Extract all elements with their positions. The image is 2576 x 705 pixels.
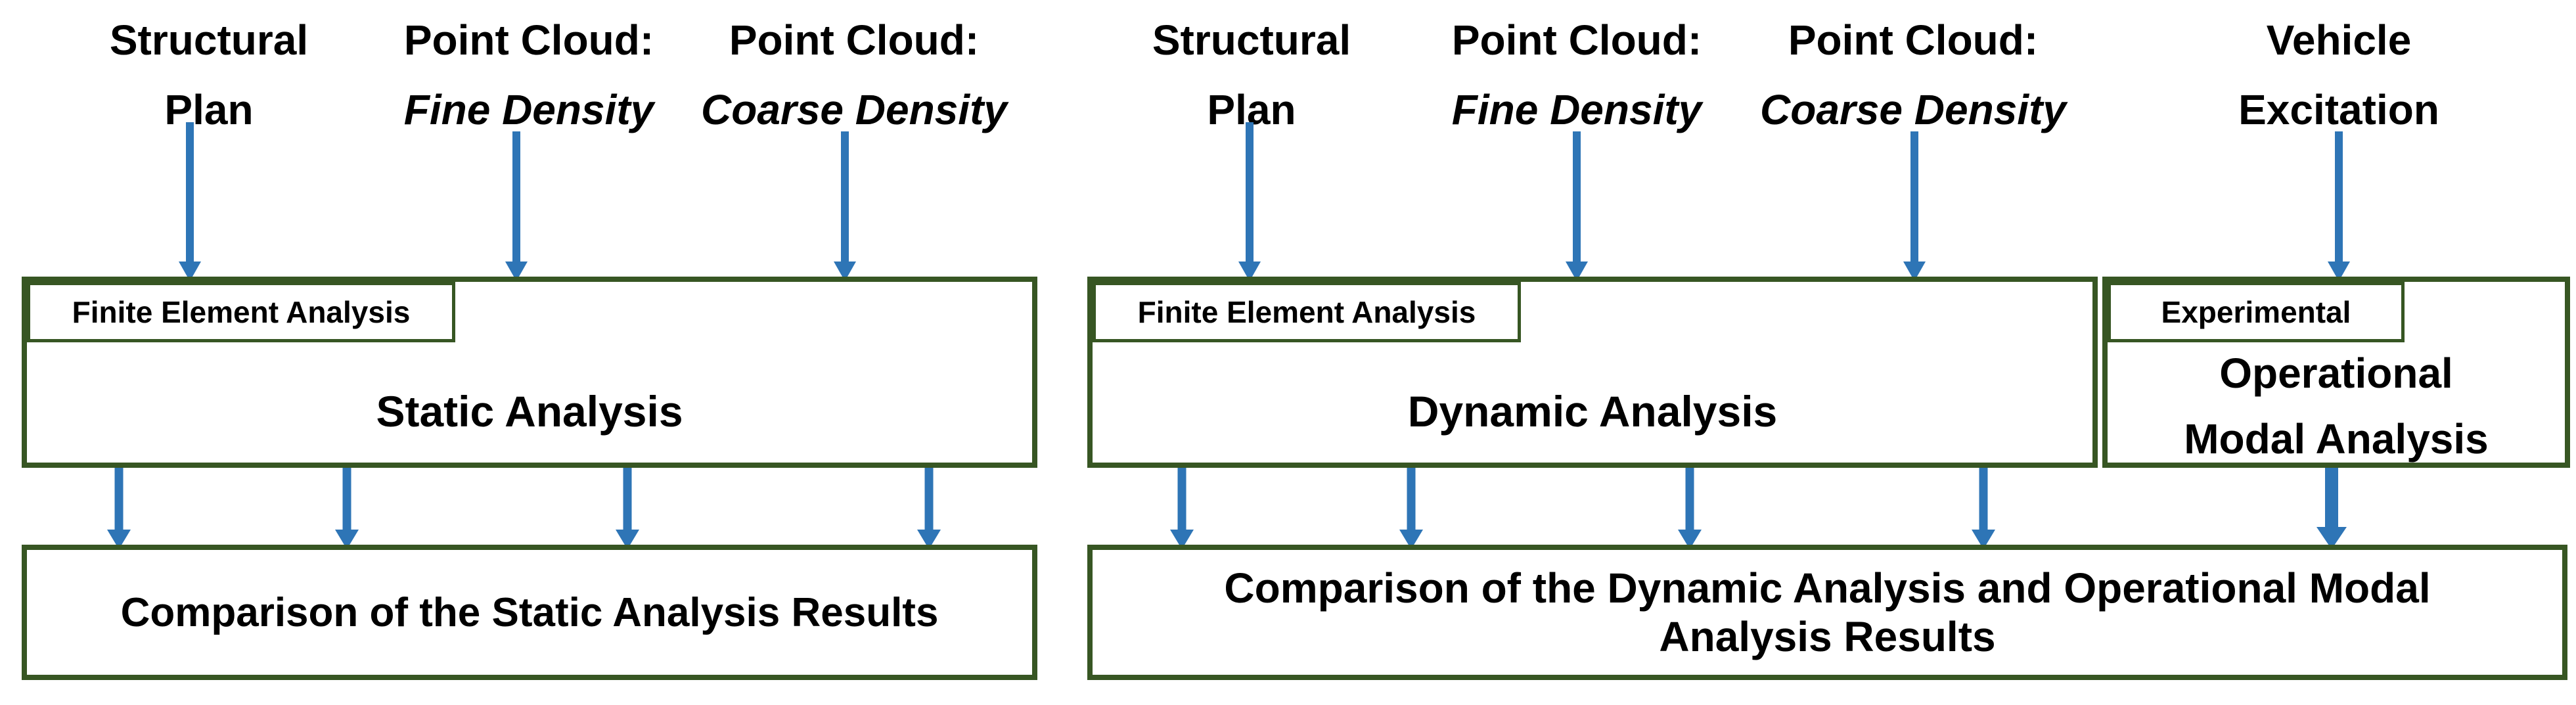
dynamic-comparison-label-line-2: Analysis Results (1659, 613, 1996, 660)
static-result-arrow-4 (917, 468, 941, 549)
dynamic-result-arrow-3 (1678, 468, 1702, 549)
arrow-shaft (1573, 131, 1581, 264)
label-line-1: Point Cloud: (403, 16, 654, 64)
operational-modal-analysis-box: Experimental Operational Modal Analysis (2102, 277, 2570, 468)
label-line-1: Structural (109, 16, 309, 64)
label-line-1: Structural (1152, 16, 1351, 64)
arrow-shaft (512, 131, 520, 264)
arrow-shaft (2325, 468, 2338, 530)
arrow-shaft (1246, 122, 1254, 264)
arrow-shaft (1407, 468, 1416, 532)
static-analysis-label: Static Analysis (376, 386, 683, 436)
label-line-2: Coarse Density (701, 86, 1007, 133)
dynamic-result-arrow-4 (1972, 468, 1995, 549)
label-line-1: Point Cloud: (729, 16, 980, 64)
oma-label-line-1: Operational (2219, 349, 2453, 397)
tag-label: Finite Element Analysis (1137, 295, 1476, 329)
dynamic-comparison-box: Comparison of the Dynamic Analysis and O… (1087, 545, 2567, 680)
label-line-1: Vehicle (2266, 16, 2412, 64)
finite-element-analysis-tag-left: Finite Element Analysis (27, 282, 455, 342)
dynamic-result-arrow-2 (1399, 468, 1423, 549)
label-line-2: Plan (164, 86, 254, 133)
static-analysis-box: Finite Element Analysis Static Analysis (22, 277, 1037, 468)
input-label-structural-plan-right: Structural Plan (1152, 5, 1351, 145)
oma-label-line-2: Modal Analysis (2184, 415, 2489, 463)
arrow-structural-plan-right (1238, 122, 1261, 281)
arrow-shaft (1910, 131, 1918, 264)
arrow-shaft (924, 468, 934, 532)
input-label-point-cloud-fine-right: Point Cloud: Fine Density (1452, 5, 1702, 145)
arrow-shaft (623, 468, 632, 532)
arrow-shaft (1177, 468, 1186, 532)
arrow-shaft (186, 122, 194, 264)
arrow-shaft (342, 468, 351, 532)
static-result-arrow-3 (616, 468, 639, 549)
label-line-2: Fine Density (1451, 86, 1702, 133)
dynamic-comparison-label-line-1: Comparison of the Dynamic Analysis and O… (1224, 564, 2431, 612)
label-line-2: Coarse Density (1760, 86, 2066, 133)
dynamic-analysis-label: Dynamic Analysis (1407, 386, 1778, 436)
input-label-point-cloud-coarse-left: Point Cloud: Coarse Density (701, 5, 1007, 145)
arrow-shaft (1685, 468, 1694, 532)
label-line-1: Point Cloud: (1451, 16, 1702, 64)
tag-label: Finite Element Analysis (72, 295, 411, 329)
operational-modal-analysis-label: Operational Modal Analysis (2108, 342, 2565, 463)
label-line-2: Fine Density (403, 86, 654, 133)
input-label-structural-plan-left: Structural Plan (110, 5, 308, 145)
label-line-2: Excitation (2238, 86, 2439, 133)
static-comparison-box: Comparison of the Static Analysis Result… (22, 545, 1037, 680)
arrow-fine-density-left (505, 131, 528, 281)
input-label-vehicle-excitation: Vehicle Excitation (2238, 5, 2439, 145)
dynamic-analysis-box: Finite Element Analysis Dynamic Analysis (1087, 277, 2098, 468)
experimental-tag: Experimental (2108, 282, 2405, 342)
tag-label: Experimental (2161, 295, 2351, 329)
finite-element-analysis-tag-right: Finite Element Analysis (1093, 282, 1521, 342)
arrow-shaft (1979, 468, 1988, 532)
dynamic-result-arrow-1 (1170, 468, 1194, 549)
arrow-shaft (2335, 131, 2343, 264)
arrow-fine-density-right (1566, 131, 1588, 281)
arrow-shaft (841, 131, 849, 264)
oma-result-arrow (2316, 468, 2347, 549)
arrow-coarse-density-right (1903, 131, 1926, 281)
input-label-point-cloud-coarse-right: Point Cloud: Coarse Density (1760, 5, 2066, 145)
label-line-1: Point Cloud: (1788, 16, 2039, 64)
static-result-arrow-2 (335, 468, 359, 549)
input-label-point-cloud-fine-left: Point Cloud: Fine Density (404, 5, 654, 145)
arrow-vehicle-excitation (2328, 131, 2350, 281)
arrow-structural-plan-left (179, 122, 201, 281)
static-result-arrow-1 (107, 468, 131, 549)
arrow-shaft (114, 468, 124, 532)
static-comparison-label: Comparison of the Static Analysis Result… (120, 589, 939, 635)
arrow-coarse-density-left (834, 131, 856, 281)
